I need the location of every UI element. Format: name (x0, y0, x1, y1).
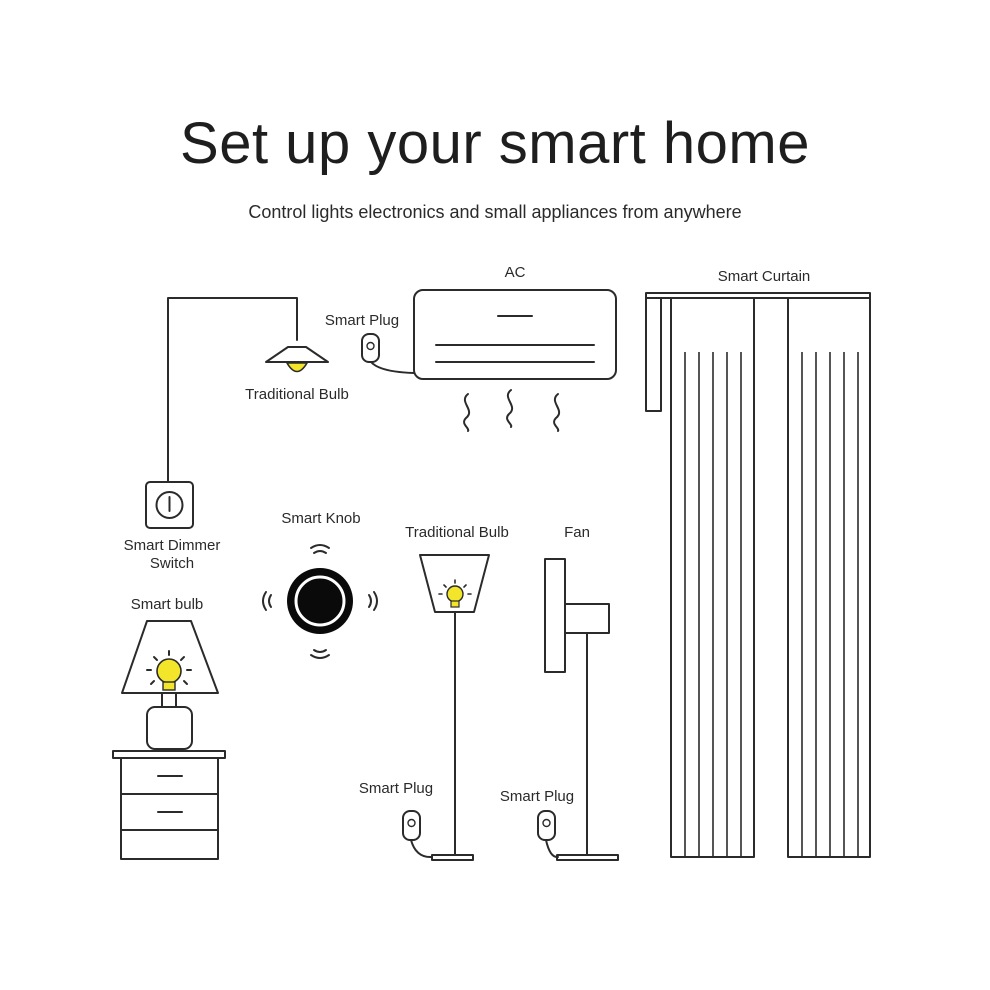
floor-lamp (419, 554, 490, 861)
label-smart-plug-ac: Smart Plug (325, 312, 399, 329)
smart-knob-icon (262, 544, 378, 659)
label-smart-plug-fan: Smart Plug (500, 788, 574, 805)
smart-curtain (645, 292, 871, 858)
smart-plug-ac-icon (361, 333, 415, 374)
label-smart-knob: Smart Knob (281, 510, 360, 527)
ceiling-lamp (265, 346, 329, 373)
label-fan: Fan (564, 524, 590, 541)
label-traditional-bulb-ceiling: Traditional Bulb (245, 386, 349, 403)
label-traditional-bulb-floor: Traditional Bulb (405, 524, 509, 541)
label-smart-dimmer-switch-line2: Switch (150, 555, 194, 572)
ceiling-wire (167, 297, 298, 483)
smart-dimmer-switch-icon (145, 481, 194, 529)
page-subtitle: Control lights electronics and small app… (248, 202, 742, 222)
label-ac: AC (505, 264, 526, 281)
nightstand (112, 750, 226, 860)
smart-bulb-table-lamp (121, 620, 219, 750)
signal-waves-icon (262, 544, 378, 659)
ac-airflow-wave (463, 393, 471, 432)
label-smart-dimmer-switch: Smart Dimmer (124, 537, 221, 554)
ac-airflow-wave (506, 389, 514, 428)
ac-unit (413, 289, 617, 432)
page-title: Set up your smart home (180, 111, 810, 176)
fan (544, 558, 619, 861)
label-smart-curtain: Smart Curtain (718, 268, 811, 285)
ac-airflow-wave (553, 393, 561, 432)
smart-plug-fan-icon (537, 810, 559, 859)
label-smart-plug-floor-lamp: Smart Plug (359, 780, 433, 797)
smart-plug-floor-lamp-icon (402, 810, 433, 859)
label-smart-bulb: Smart bulb (131, 596, 204, 613)
